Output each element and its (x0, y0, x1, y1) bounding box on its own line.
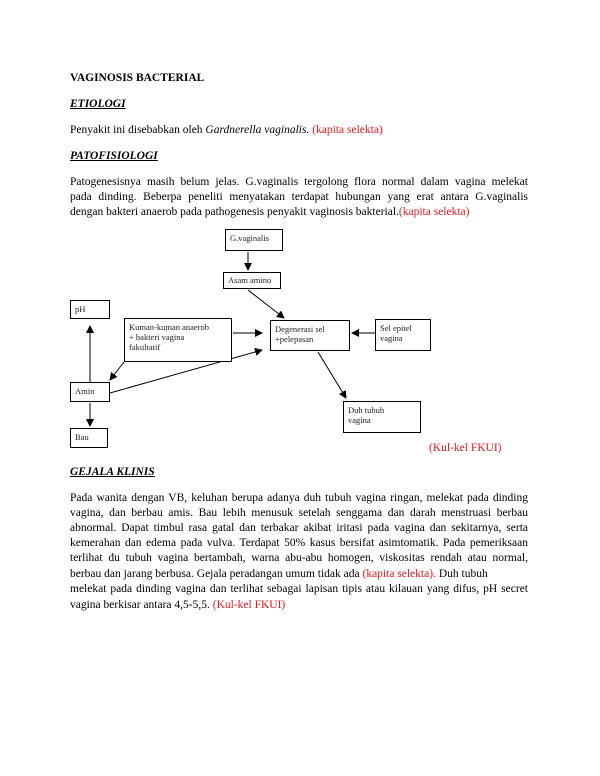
gejala-line-5: terlihat du tubuh vagina bertambah, warn… (70, 552, 528, 564)
label-duh-2: vagina (348, 415, 371, 425)
label-asam-amino: Asam amino (228, 275, 272, 285)
arrow-kuman-to-amin (109, 361, 125, 381)
box-gvaginalis: G.vaginalis (225, 229, 283, 251)
label-kuman-1: Kuman-kuman anaerob (129, 322, 210, 332)
label-bau: Bau (75, 432, 89, 442)
label-gvaginalis: G.vaginalis (230, 233, 269, 243)
diagram-citation: (Kul-kel FKUI) (429, 442, 502, 454)
label-sel-2: vagina (380, 333, 403, 343)
box-sel-epitel: Sel epitel vagina (375, 319, 431, 351)
etiologi-paragraph: Penyakit ini disebabkan oleh Gardnerella… (70, 122, 383, 138)
gejala-citation-1: (kapita selekta). (362, 568, 436, 580)
gejala-heading: GEJALA KLINIS (70, 466, 155, 478)
gejala-line-4: kemerahan dan edema pada vulva. Terdapat… (70, 537, 528, 549)
gejala-text-6: berbau dan jarang berbusa. Gejala perada… (70, 568, 363, 580)
gejala-line-2: vagina, dan berbau amis. Bau lebih menus… (70, 507, 528, 519)
arrow-amin-to-degenerasi (109, 348, 263, 394)
patofisiologi-heading: PATOFISIOLOGI (70, 150, 158, 162)
label-kuman-3: fakultatif (129, 342, 161, 352)
document-title: VAGINOSIS BACTERIAL (70, 72, 205, 84)
label-degenerasi-1: Degenerasi sel (275, 324, 325, 334)
arrow-degenerasi-to-duh (317, 351, 347, 399)
gejala-citation-2: (Kul-kel FKUI) (212, 599, 286, 611)
gejala-line-6: berbau dan jarang berbusa. Gejala perada… (70, 566, 528, 582)
box-duh-tubuh: Duh tubuh vagina (343, 401, 421, 433)
arrow-asam-to-degenerasi (247, 289, 285, 319)
box-bau: Bau (70, 428, 108, 448)
label-degenerasi-2: +pelepasan (275, 334, 314, 344)
gejala-line-1: Pada wanita dengan VB, keluhan berupa ad… (70, 492, 528, 504)
etiologi-citation: (kapita selekta) (309, 124, 383, 136)
gejala-text-8: vagina berkisar antara 4,5-5,5. (70, 599, 213, 611)
box-kuman-anaerob: Kuman-kuman anaerob + bakteri vagina fak… (124, 318, 232, 362)
gejala-line-8: vagina berkisar antara 4,5-5,5. (Kul-kel… (70, 597, 285, 613)
gejala-line-7: melekat pada dinding vagina dan terlihat… (70, 583, 528, 595)
label-duh-1: Duh tubuh (348, 405, 385, 415)
box-degenerasi-sel: Degenerasi sel +pelepasan (270, 320, 350, 351)
patofisiologi-line-3: dengan bakteri anaerob pada pathogenesis… (70, 204, 469, 220)
patofisiologi-citation: (kapita selekta) (398, 206, 470, 218)
etiologi-heading: ETIOLOGI (70, 98, 126, 110)
patofisiologi-line-2: pada dinding. Beberpa peneliti menyataka… (70, 191, 528, 203)
box-ph: pH (70, 300, 110, 319)
label-ph: pH (75, 304, 86, 314)
gejala-line-3: abnormal. Dapat timbul rasa gatal dan te… (70, 522, 528, 534)
box-asam-amino: Asam amino (223, 272, 281, 289)
patofisiologi-text-3: dengan bakteri anaerob pada pathogenesis… (70, 206, 399, 218)
label-sel-1: Sel epitel (380, 323, 412, 333)
label-kuman-2: + bakteri vagina (129, 332, 185, 342)
box-amin: Amin (70, 382, 110, 402)
etiologi-text: Penyakit ini disebabkan oleh (70, 124, 206, 136)
label-amin: Amin (75, 386, 95, 396)
patofisiologi-line-1: Patogenesisnya masih belum jelas. G.vagi… (70, 176, 528, 188)
gejala-text-6b: Duh tubuh (435, 568, 488, 580)
organism-name: Gardnerella vaginalis. (205, 124, 310, 136)
